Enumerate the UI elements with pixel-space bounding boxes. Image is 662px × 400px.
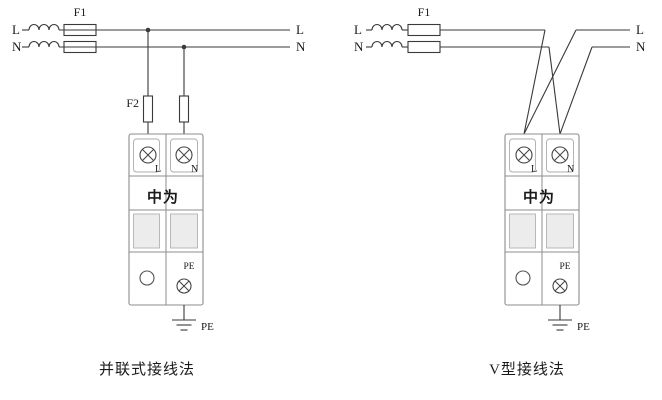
module-window — [546, 213, 574, 249]
spd-device: L N 中为 PE — [504, 133, 580, 306]
terminal-housing — [133, 138, 160, 173]
right-line-n-in-label: N — [354, 39, 364, 54]
screw-icon — [175, 146, 193, 164]
left-line-n-out-label: N — [296, 39, 306, 54]
left-line-l-out-label: L — [296, 22, 304, 37]
ground-pe-label: PE — [201, 321, 214, 333]
v-type-wiring-diagram: L F1 L N N — [354, 5, 646, 378]
terminal-l-label: L — [531, 164, 537, 175]
inductor-icon — [28, 41, 60, 48]
screw-icon — [139, 146, 157, 164]
fuse-f1-l-box — [407, 23, 441, 37]
module-window — [509, 213, 536, 249]
inductor-icon — [371, 41, 403, 48]
left-caption: 并联式接线法 — [99, 361, 195, 378]
fuse-f2-n-box — [178, 95, 190, 123]
inductor-icon — [371, 24, 403, 31]
screw-icon — [176, 278, 192, 294]
fuse-f2-label: F2 — [126, 96, 139, 110]
mounting-hole — [139, 270, 155, 286]
ground-icon — [172, 319, 196, 331]
n-in-diagonal-wire — [548, 46, 561, 135]
fuse-f1-n-box — [63, 40, 97, 54]
mounting-hole — [515, 270, 531, 286]
device-pe-label: PE — [559, 262, 570, 272]
module-window — [133, 213, 160, 249]
screw-icon — [552, 278, 568, 294]
fuse-f1-label: F1 — [74, 5, 87, 19]
terminal-housing — [546, 138, 574, 173]
n-out-diagonal-wire — [559, 46, 593, 135]
terminal-housing — [170, 138, 198, 173]
right-caption: V型接线法 — [489, 361, 565, 378]
screw-icon — [515, 146, 533, 164]
fuse-f1-n-box — [407, 40, 441, 54]
screw-icon — [551, 146, 569, 164]
left-line-n-in-label: N — [12, 39, 22, 54]
terminal-housing — [509, 138, 536, 173]
inductor-icon — [28, 24, 60, 31]
ground-pe-label: PE — [577, 321, 590, 333]
terminal-n-label: N — [191, 164, 198, 175]
spd-device: L N 中为 PE — [128, 133, 204, 306]
device-pe-label: PE — [183, 262, 194, 272]
fuse-f1-l-box — [63, 23, 97, 37]
right-line-l-out-label: L — [636, 22, 644, 37]
terminal-n-label: N — [567, 164, 574, 175]
module-window — [170, 213, 198, 249]
right-line-l-in-label: L — [354, 22, 362, 37]
brand-label: 中为 — [147, 188, 179, 206]
brand-label: 中为 — [523, 188, 555, 206]
ground-icon — [548, 319, 572, 331]
fuse-f2-l-box — [142, 95, 154, 123]
right-line-n-out-label: N — [636, 39, 646, 54]
terminal-l-label: L — [155, 164, 161, 175]
l-in-diagonal-wire — [523, 29, 546, 135]
left-line-l-in-label: L — [12, 22, 20, 37]
l-out-diagonal-wire — [523, 29, 577, 135]
parallel-wiring-diagram: L F1 L N N F2 — [12, 5, 306, 378]
fuse-f1-label: F1 — [418, 5, 431, 19]
